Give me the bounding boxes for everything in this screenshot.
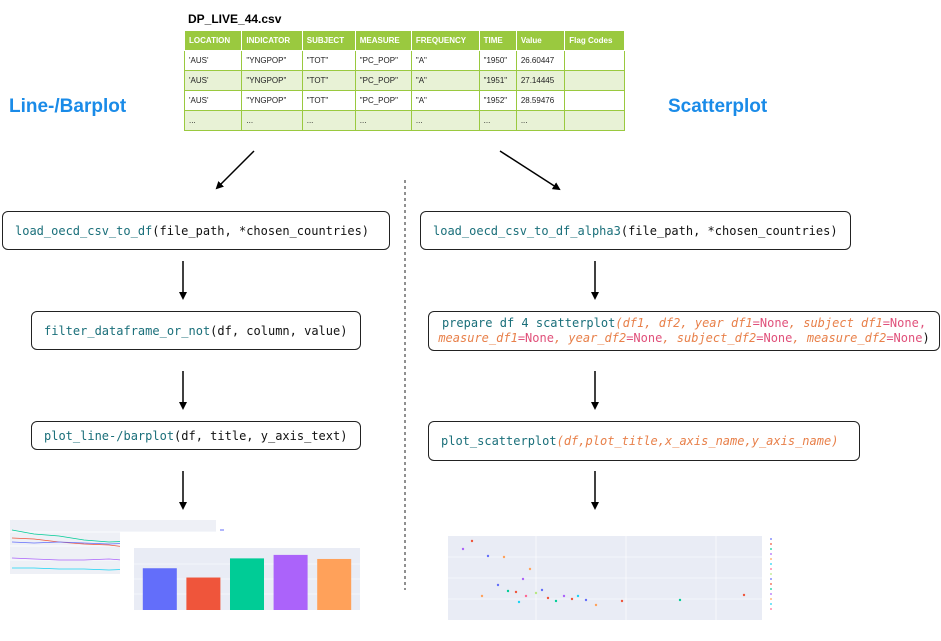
scatter-points [461, 539, 746, 607]
csv-cell: "PC_POP" [354, 70, 412, 91]
right-step3-param: df [563, 434, 579, 448]
right-step2-param: year df1 [694, 316, 753, 330]
right-step1-box: load_oecd_csv_to_df_alpha3(file_path, *c… [420, 211, 851, 250]
left-section-title: Line-/Barplot [9, 96, 127, 117]
csv-header-cell: FREQUENCY [410, 30, 480, 51]
right-step1-args: (file_path, *chosen_countries) [620, 223, 838, 238]
left-step1-box: load_oecd_csv_to_df(file_path, *chosen_c… [2, 211, 390, 250]
right-step2-default: =None [752, 316, 789, 330]
right-step2-line2: measure_df1=None, year_df2=None, subject… [438, 331, 930, 345]
right-step2-default: =None [517, 331, 554, 345]
right-step2-param: df1 [622, 316, 645, 330]
csv-row: ... ... ... ... ... ... ... [183, 110, 625, 131]
csv-cell: ... [301, 110, 356, 131]
csv-cell: ... [183, 110, 243, 131]
bar [186, 577, 221, 610]
right-step3-param: plot_title [585, 434, 658, 448]
csv-row: 'AUS' "YNGPOP" "TOT" "PC_POP" "A" "1950"… [183, 50, 625, 71]
csv-row: 'AUS' "YNGPOP" "TOT" "PC_POP" "A" "1951"… [183, 70, 625, 91]
left-step3-args: (df, title, y_axis_text) [174, 428, 348, 443]
right-step2-default: =None [886, 331, 923, 345]
bar [273, 554, 308, 610]
right-step3-fn: plot_scatterplot [441, 434, 557, 448]
csv-cell: "A" [410, 70, 480, 91]
barplot-thumbnail [120, 532, 380, 616]
right-step2-param: measure_df2 [806, 331, 887, 345]
bar [317, 558, 352, 610]
left-step2-box: filter_dataframe_or_not(df, column, valu… [31, 311, 361, 350]
csv-cell: 'AUS' [183, 50, 243, 71]
right-step2-param: measure_df1 [438, 331, 518, 345]
csv-cell: 27.14445 [515, 70, 566, 91]
csv-cell: ... [354, 110, 412, 131]
csv-table: LOCATION INDICATOR SUBJECT MEASURE FREQU… [183, 30, 625, 131]
right-step2-default: =None [756, 331, 793, 345]
right-step2-box: prepare df 4 scatterplot(df1, df2, year … [428, 311, 940, 351]
right-step2-param: year_df2 [568, 331, 627, 345]
csv-cell: ... [515, 110, 566, 131]
csv-header-row: LOCATION INDICATOR SUBJECT MEASURE FREQU… [183, 30, 625, 51]
csv-cell: "PC_POP" [354, 50, 412, 71]
csv-header-cell: MEASURE [354, 30, 412, 51]
csv-cell: "TOT" [301, 70, 356, 91]
right-step2-open: ( [615, 316, 623, 330]
right-step2-param: subject df1 [803, 316, 883, 330]
left-step1-fn: load_oecd_csv_to_df [15, 223, 153, 238]
right-step2-close: ) [922, 331, 930, 345]
csv-cell [564, 70, 625, 91]
right-step2-line1: prepare df 4 scatterplot(df1, df2, year … [441, 316, 927, 330]
csv-cell: "YNGPOP" [241, 50, 303, 71]
right-step3-box: plot_scatterplot(df, plot_title, x_axis_… [428, 421, 860, 461]
csv-cell: "1950" [478, 50, 517, 71]
left-step2-args: (df, column, value) [210, 323, 348, 338]
csv-cell: "YNGPOP" [241, 90, 303, 111]
csv-header-cell: Value [515, 30, 566, 51]
bar [229, 558, 265, 610]
csv-cell: "TOT" [301, 90, 356, 111]
csv-cell: ... [478, 110, 517, 131]
arrow-csv-to-left [215, 150, 255, 190]
scatter-legend [770, 538, 772, 610]
right-step2-param: df2 [658, 316, 681, 330]
csv-cell: ... [410, 110, 480, 131]
csv-cell: "TOT" [301, 50, 356, 71]
right-step2-default: =None, [882, 316, 927, 330]
csv-filename: DP_LIVE_44.csv [188, 12, 282, 26]
csv-cell: 28.59476 [515, 90, 566, 111]
arrow-csv-to-right [499, 150, 561, 191]
bar-group [142, 554, 352, 610]
left-step3-box: plot_line-/barplot(df, title, y_axis_tex… [31, 421, 361, 450]
right-step3-param: y_axis_name [751, 434, 832, 448]
left-step3-fn: plot_line-/barplot [44, 428, 175, 443]
csv-cell: 26.60447 [515, 50, 566, 71]
left-step1-args: (file_path, *chosen_countries) [152, 223, 370, 238]
right-step3-param: x_axis_name [665, 434, 745, 448]
csv-header-cell: LOCATION [183, 30, 243, 51]
left-step2-fn: filter_dataframe_or_not [44, 323, 211, 338]
bar [142, 568, 177, 610]
csv-cell: ... [241, 110, 303, 131]
right-step2-fn: prepare df 4 scatterplot [441, 316, 616, 330]
right-step1-fn: load_oecd_csv_to_df_alpha3 [433, 223, 621, 238]
scatterplot-thumbnail [426, 512, 796, 632]
right-section-title: Scatterplot [668, 96, 768, 117]
right-step2-param: subject_df2 [676, 331, 757, 345]
csv-header-cell: Flag Codes [564, 30, 625, 51]
right-step2-default: =None [626, 331, 663, 345]
csv-header-cell: INDICATOR [241, 30, 303, 51]
csv-cell [564, 110, 625, 131]
